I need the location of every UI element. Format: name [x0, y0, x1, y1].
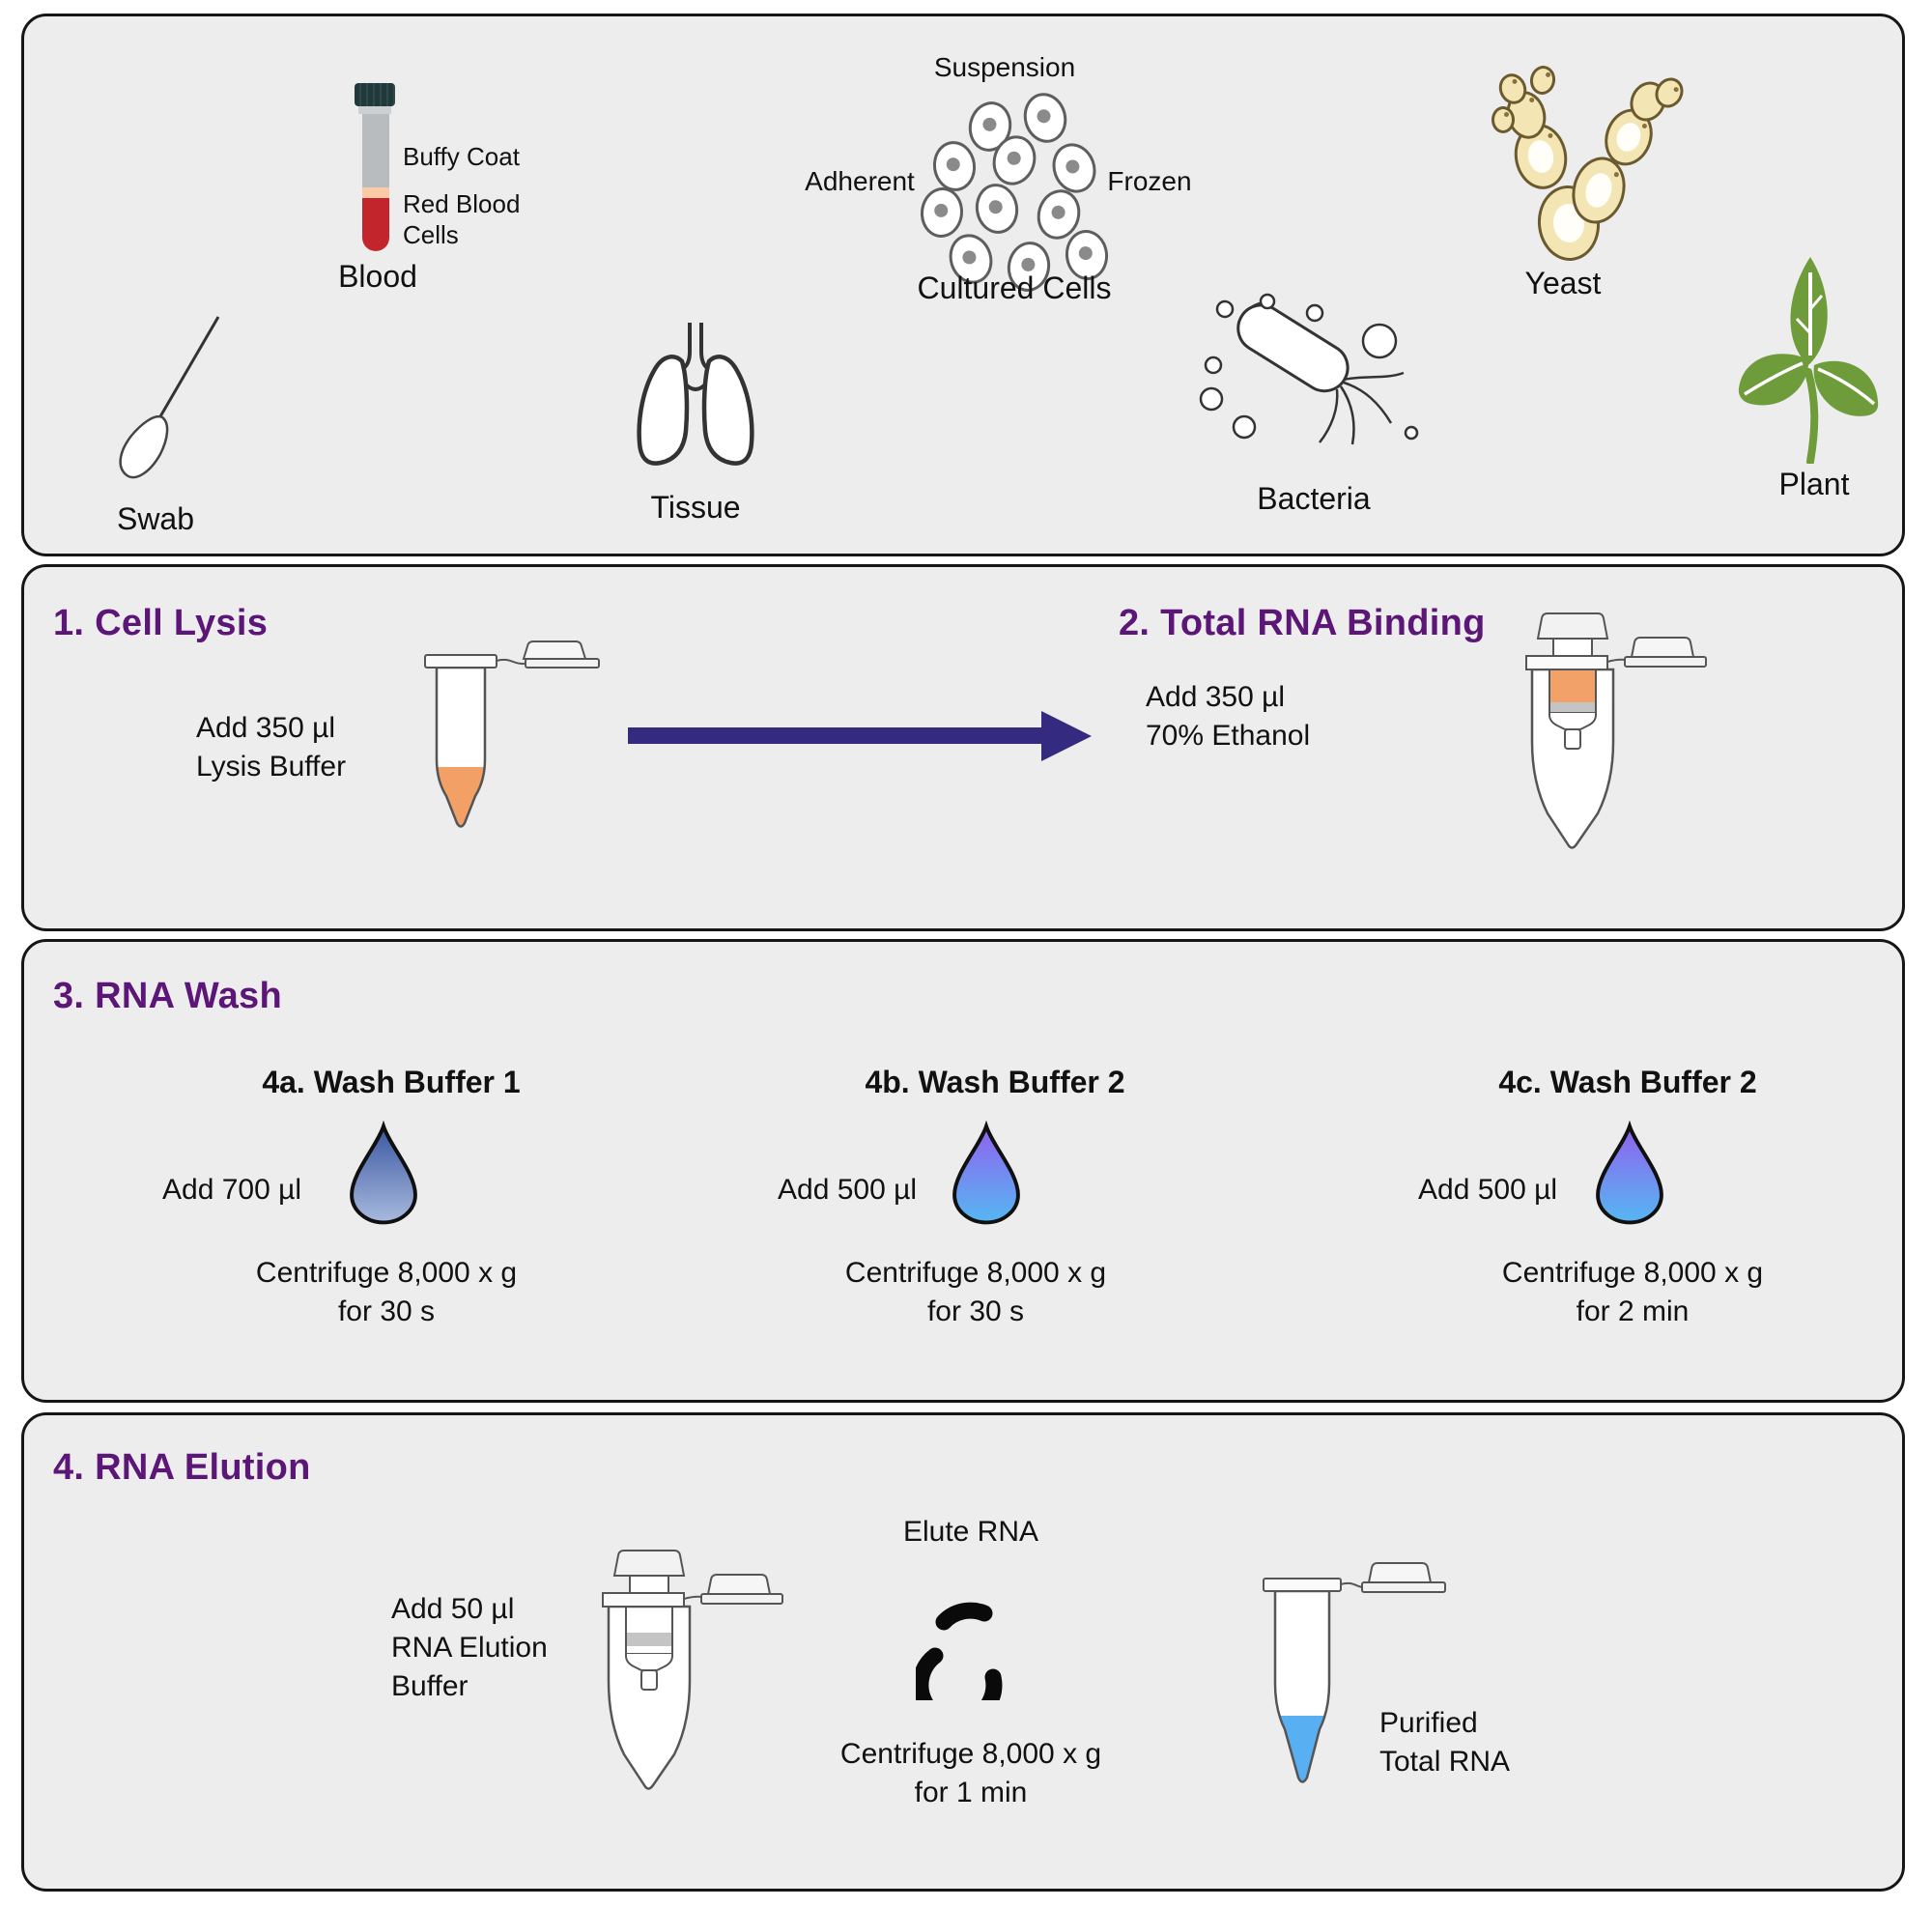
- centrifuge-rotor-icon: [916, 1602, 1003, 1700]
- arrow-right-head: [1041, 711, 1092, 761]
- droplet-icon: [1596, 1120, 1663, 1225]
- step4-title: 4. RNA Elution: [53, 1447, 311, 1488]
- droplet-icon: [952, 1120, 1020, 1225]
- sample-types-panel: [21, 14, 1905, 556]
- step2-title: 2. Total RNA Binding: [1119, 603, 1486, 643]
- blood-tube-cap-icon: [355, 83, 395, 106]
- tissue-label: Tissue: [650, 490, 741, 525]
- step3-title: 3. RNA Wash: [53, 976, 282, 1016]
- swab-icon: [119, 316, 220, 479]
- microcentrifuge-tube-icon: [424, 640, 600, 828]
- arrow-right-icon: [628, 727, 1043, 744]
- wash-4a-add: Add 700 µl: [162, 1174, 302, 1206]
- blood-tube-plasma: [362, 114, 389, 187]
- wash-4c-add: Add 500 µl: [1418, 1174, 1558, 1206]
- step4-instruction: Add 50 µl RNA Elution Buffer: [391, 1593, 548, 1702]
- blood-tube-red-cells: [362, 198, 389, 251]
- wash-4c-centrifuge: Centrifuge 8,000 x g for 2 min: [1501, 1257, 1764, 1327]
- bacteria-label: Bacteria: [1257, 481, 1371, 516]
- rna-elution-panel: [21, 1412, 1905, 1892]
- purified-rna-label: Purified Total RNA: [1379, 1707, 1511, 1778]
- blood-tube-capbase: [358, 106, 391, 114]
- droplet-icon: [350, 1120, 417, 1225]
- blood-label: Blood: [338, 259, 417, 294]
- bacterium-icon: [1199, 293, 1419, 445]
- wash-4b-title: 4b. Wash Buffer 2: [865, 1065, 1125, 1099]
- suspension-label: Suspension: [933, 52, 1076, 82]
- spin-column-icon: [1525, 612, 1707, 849]
- plant-sprout-icon: [1738, 257, 1879, 464]
- step1-instruction: Add 350 µl Lysis Buffer: [196, 712, 347, 783]
- step2-instruction: Add 350 µl 70% Ethanol: [1146, 681, 1311, 752]
- frozen-label: Frozen: [1107, 166, 1192, 196]
- buffy-coat-label: Buffy Coat: [403, 142, 520, 171]
- yeast-label: Yeast: [1524, 266, 1602, 300]
- microcentrifuge-tube-icon: [1263, 1562, 1446, 1783]
- elute-rna-label: Elute RNA: [902, 1516, 1039, 1548]
- spin-column-icon: [602, 1550, 783, 1790]
- wash-4b-centrifuge: Centrifuge 8,000 x g for 30 s: [844, 1257, 1107, 1327]
- step1-title: 1. Cell Lysis: [53, 603, 269, 643]
- red-blood-cells-label: Red Blood Cells: [403, 189, 521, 249]
- plant-label: Plant: [1778, 467, 1850, 501]
- elution-centrifuge: Centrifuge 8,000 x g for 1 min: [839, 1738, 1102, 1808]
- cultured-cells-label: Cultured Cells: [917, 270, 1112, 305]
- blood-tube-buffy-layer: [362, 187, 389, 198]
- swab-label: Swab: [116, 501, 195, 536]
- wash-4b-add: Add 500 µl: [778, 1174, 918, 1206]
- wash-4c-title: 4c. Wash Buffer 2: [1498, 1065, 1757, 1099]
- adherent-label: Adherent: [805, 166, 915, 196]
- lungs-icon: [637, 323, 754, 466]
- wash-4a-centrifuge: Centrifuge 8,000 x g for 30 s: [255, 1257, 518, 1327]
- wash-4a-title: 4a. Wash Buffer 1: [262, 1065, 521, 1099]
